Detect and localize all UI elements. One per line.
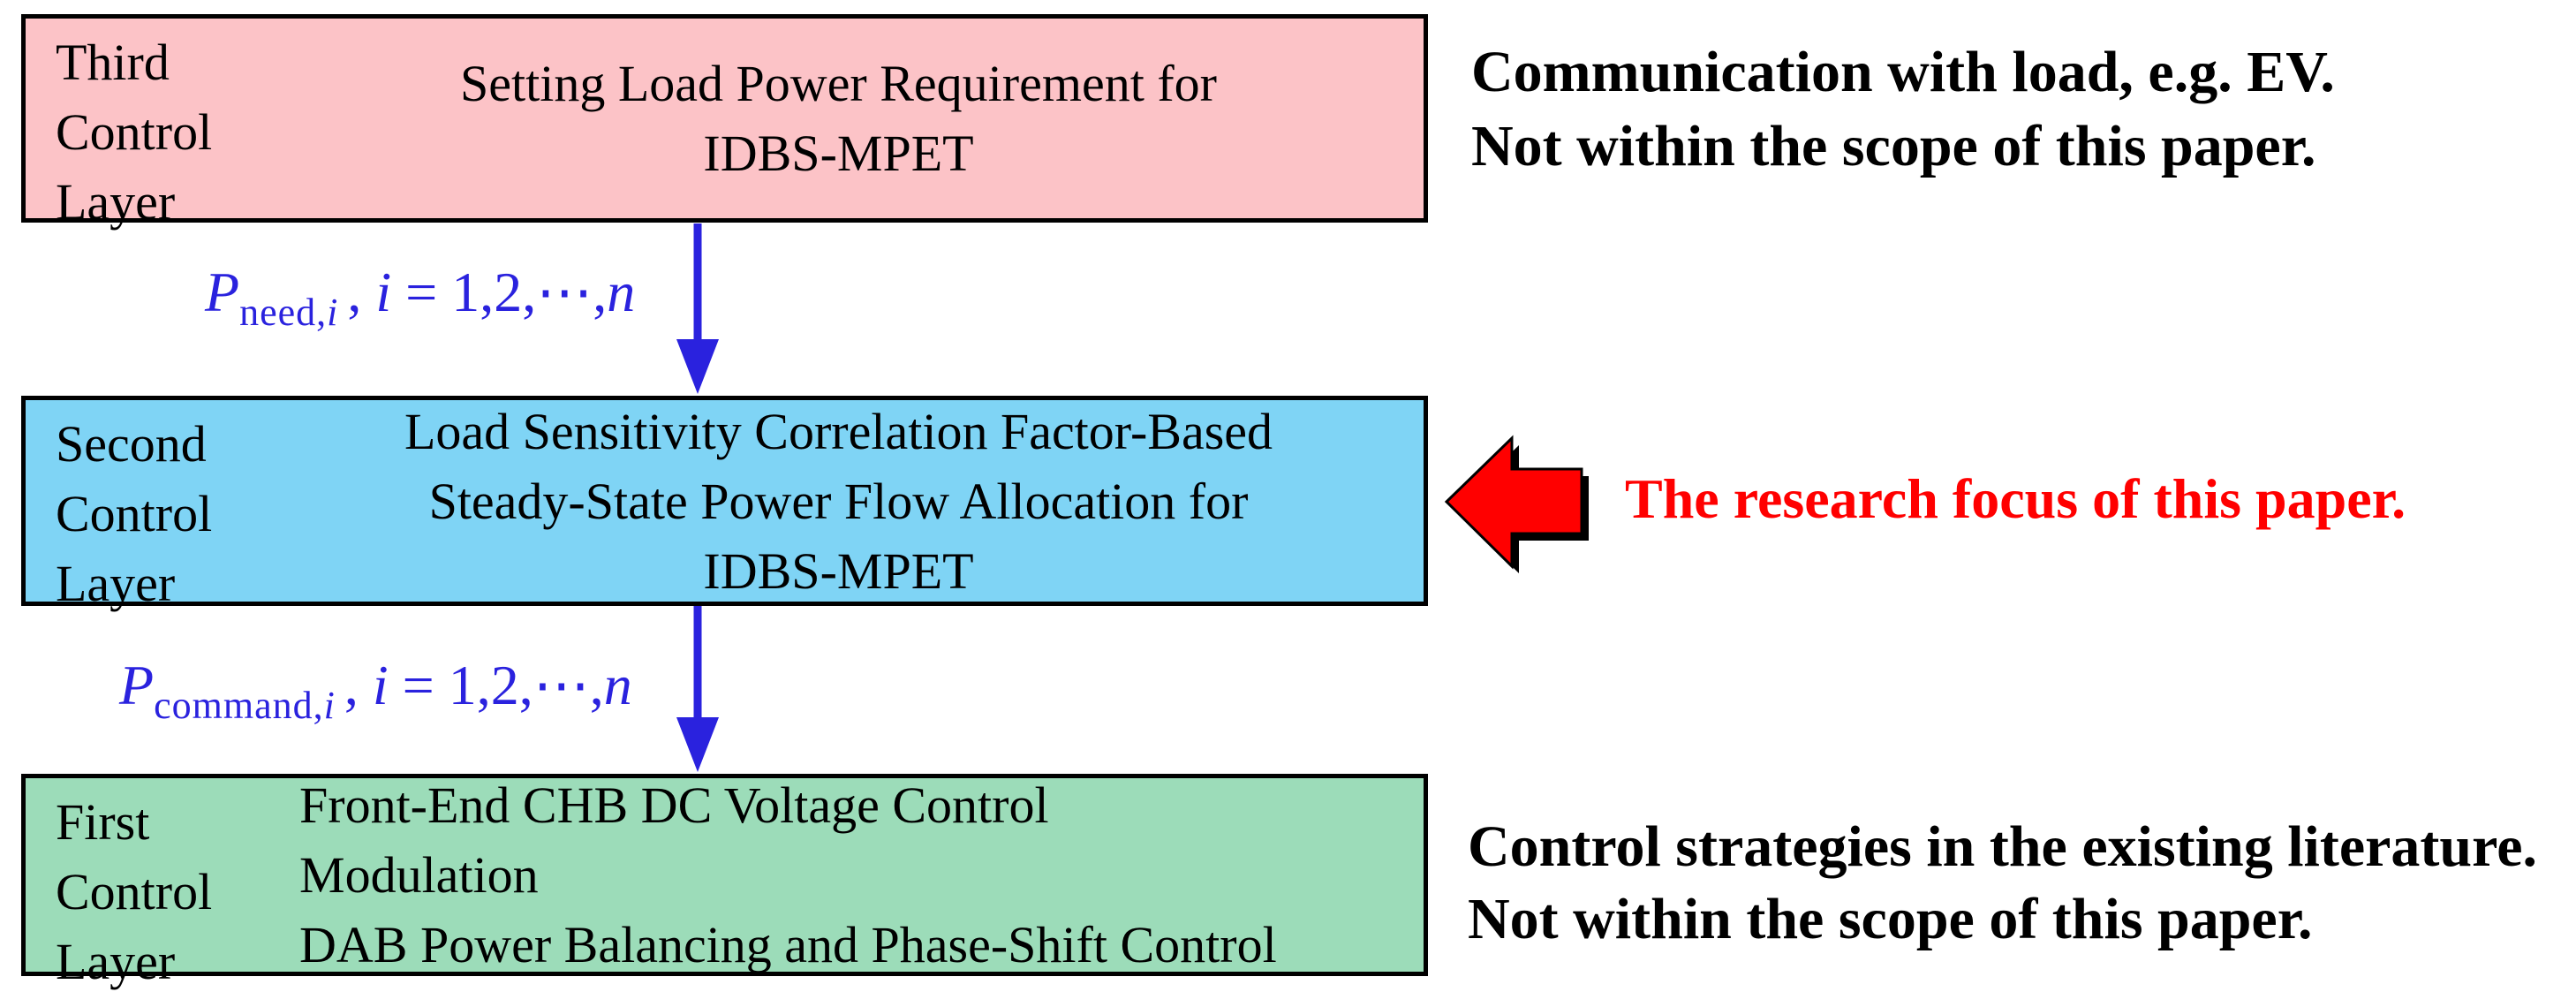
- layer-word: Control: [56, 485, 213, 542]
- formula-nvar: n: [603, 654, 632, 716]
- down-arrow-icon: [676, 606, 719, 772]
- formula-var: i: [372, 654, 389, 716]
- subscript-text: command,: [154, 684, 324, 727]
- formula-rest: = 1,2,⋯,: [388, 654, 604, 716]
- focus-annotation: The research focus of this paper.: [1625, 467, 2406, 530]
- bottom-annotation: Control strategies in the existing liter…: [1468, 811, 2537, 956]
- layer-word: Second: [56, 415, 207, 473]
- content-line: Modulation: [299, 846, 539, 904]
- second-layer-content: Load Sensitivity Correlation Factor-Base…: [276, 400, 1424, 602]
- content-line: Setting Load Power Requirement for: [460, 55, 1217, 112]
- first-layer-label: First Control Layer: [26, 778, 276, 990]
- layer-word: Control: [56, 103, 213, 161]
- annotation-line: Not within the scope of this paper.: [1468, 887, 2313, 951]
- subscript-var: i: [323, 684, 336, 727]
- layer-word: Third: [56, 34, 170, 91]
- formula-var: i: [375, 261, 392, 323]
- first-control-layer-box: First Control Layer Front-End CHB DC Vol…: [21, 774, 1428, 990]
- annotation-line: Communication with load, e.g. EV.: [1471, 40, 2335, 104]
- formula-subscript: command,i: [154, 684, 336, 727]
- content-line: DAB Power Balancing and Phase-Shift Cont…: [299, 916, 1277, 973]
- annotation-line: Not within the scope of this paper.: [1471, 114, 2316, 178]
- layer-word: Layer: [56, 555, 176, 612]
- formula-symbol: P: [205, 261, 240, 323]
- subscript-var: i: [327, 291, 339, 334]
- annotation-line: Control strategies in the existing liter…: [1468, 814, 2538, 879]
- formula-rest: = 1,2,⋯,: [391, 261, 608, 323]
- layer-word: Control: [56, 863, 213, 920]
- layer-word: Layer: [56, 933, 176, 990]
- formula-symbol: P: [119, 654, 155, 716]
- content-line: Steady-State Power Flow Allocation for: [428, 472, 1249, 530]
- formula-comma: ,: [344, 654, 359, 716]
- content-line: Load Sensitivity Correlation Factor-Base…: [404, 402, 1273, 460]
- formula-comma: ,: [347, 261, 362, 323]
- content-line: Front-End CHB DC Voltage Control: [299, 776, 1049, 834]
- second-layer-label: Second Control Layer: [26, 400, 276, 612]
- second-control-layer-box: Second Control Layer Load Sensitivity Co…: [21, 396, 1428, 612]
- down-arrow-icon: [676, 223, 719, 394]
- formula-nvar: n: [607, 261, 636, 323]
- content-line: IDBS-MPET: [703, 541, 974, 600]
- content-line: IDBS-MPET: [703, 125, 974, 182]
- layer-word: First: [56, 793, 150, 851]
- formula-p-need: Pneed,i,i = 1,2,⋯,n: [205, 261, 636, 332]
- formula-subscript: need,i: [239, 291, 338, 334]
- formula-p-command: Pcommand,i,i = 1,2,⋯,n: [119, 654, 632, 725]
- subscript-text: need,: [239, 291, 328, 334]
- top-annotation: Communication with load, e.g. EV. Not wi…: [1471, 35, 2335, 184]
- left-block-arrow-icon: [1444, 435, 1589, 573]
- third-layer-content: Setting Load Power Requirement for IDBS-…: [276, 19, 1424, 218]
- layer-word: Layer: [56, 173, 176, 231]
- third-layer-label: Third Control Layer: [26, 19, 276, 231]
- first-layer-content: Front-End CHB DC Voltage Control Modulat…: [276, 776, 1424, 973]
- third-control-layer-box: Third Control Layer Setting Load Power R…: [21, 14, 1428, 231]
